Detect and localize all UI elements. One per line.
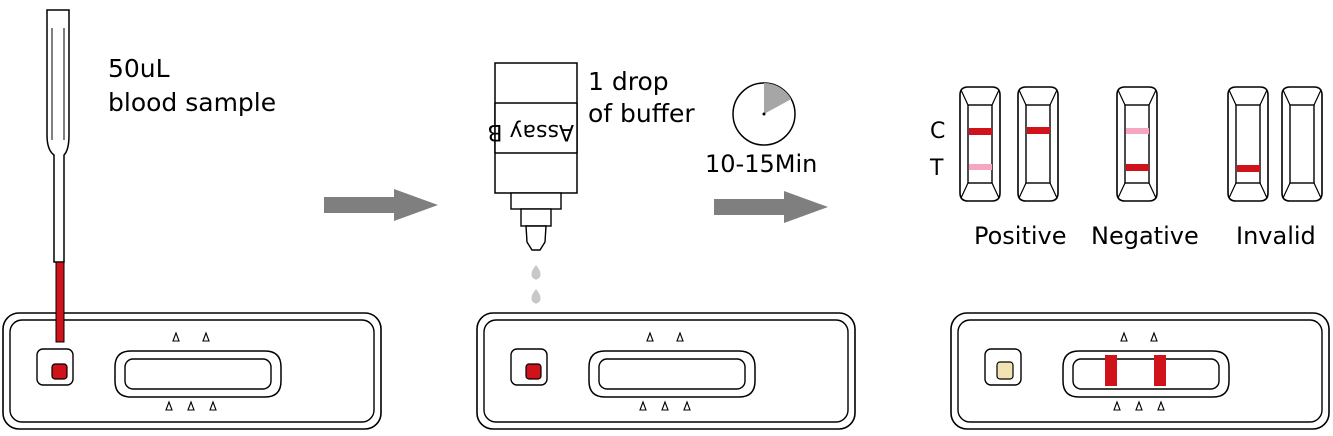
arrow-right-icon <box>714 191 828 223</box>
step1-label-line1: 50uL <box>108 54 170 83</box>
result-strip-invalid-1 <box>1227 86 1269 202</box>
test-strip-icon <box>1281 86 1323 202</box>
buffer-bottle-icon: Assay B <box>487 62 578 304</box>
dropper-icon <box>46 9 70 343</box>
bottle-label: Assay B <box>487 119 574 144</box>
step1-cassette <box>2 312 382 430</box>
timer-progress <box>764 82 792 114</box>
test-strip-icon <box>1017 86 1059 202</box>
result-strip-negative <box>1116 86 1158 202</box>
test-strip-icon <box>959 86 1001 202</box>
sample-well-used <box>996 361 1014 380</box>
result-strip-positive-2 <box>1017 86 1059 202</box>
buffer-drop-icon <box>531 265 541 280</box>
sample-well-filled <box>51 363 68 380</box>
step2-label-line2: of buffer <box>588 99 695 128</box>
positive-label: Positive <box>974 222 1067 250</box>
step2-label-line1: 1 drop <box>588 67 669 96</box>
result-strip-positive-1 <box>959 86 1001 202</box>
test-strip-icon <box>1227 86 1269 202</box>
invalid-label: Invalid <box>1236 222 1316 250</box>
negative-label: Negative <box>1091 222 1199 250</box>
timer-label: 10-15Min <box>705 150 817 178</box>
cassette-result-line <box>1105 355 1117 386</box>
test-cassette-icon <box>950 312 1330 430</box>
buffer-drop-icon <box>531 289 541 304</box>
c-line-label: C <box>930 119 945 144</box>
step2-cassette <box>476 312 856 430</box>
arrow-right-icon <box>324 189 438 221</box>
test-strip-icon <box>1116 86 1158 202</box>
cassette-result-line <box>1154 355 1166 386</box>
result-strip-invalid-2 <box>1281 86 1323 202</box>
sample-well-filled <box>525 363 542 380</box>
t-line-label: T <box>929 156 944 181</box>
timer-icon <box>732 82 796 146</box>
step1-label-line2: blood sample <box>108 88 276 117</box>
